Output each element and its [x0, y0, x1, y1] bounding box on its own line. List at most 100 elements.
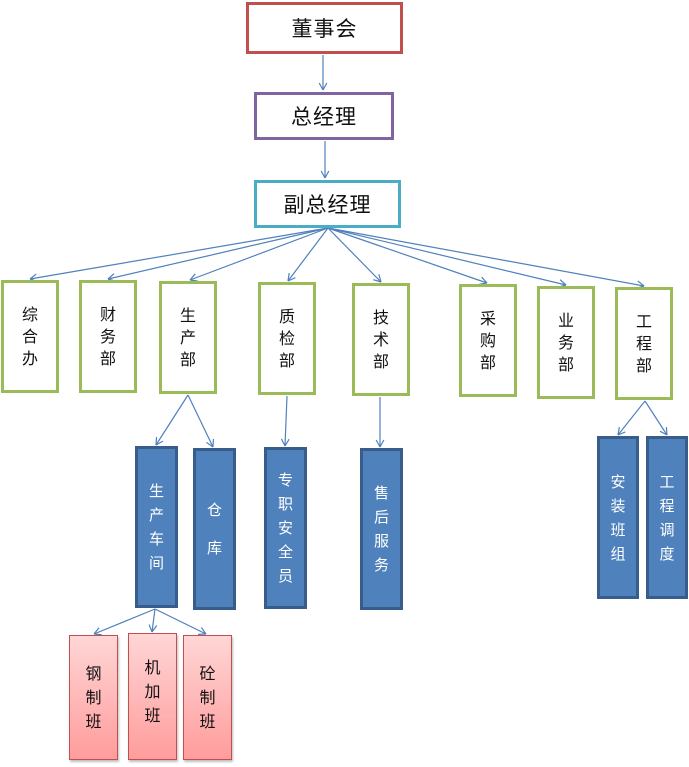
label-char: 工 — [659, 472, 675, 491]
department-label: 质检部 — [279, 306, 295, 372]
label-char: 生 — [148, 482, 164, 500]
connector-deputy-to-yewu — [327, 227, 567, 288]
sub-unit-node-anquan[interactable]: 专职安全员 — [264, 447, 307, 609]
label-char: 务 — [557, 332, 574, 352]
department-node-zhijian[interactable]: 质检部 — [258, 282, 316, 395]
team-label: 机加班 — [144, 656, 160, 728]
label-char: 程 — [659, 496, 675, 515]
sub-unit-node-cangku[interactable]: 仓库 — [193, 448, 236, 610]
team-node-gangzhi[interactable]: 钢制班 — [69, 635, 118, 760]
department-node-yewu[interactable]: 业务部 — [537, 286, 595, 399]
team-label: 砼制班 — [199, 662, 215, 734]
label-char: 部 — [557, 354, 574, 374]
label-char: 班 — [199, 711, 216, 731]
connector-deputy-to-caiwu — [107, 227, 329, 282]
connector-deputy-to-caigou — [327, 227, 488, 285]
label-char: 组 — [610, 544, 626, 563]
label-char: 调 — [659, 520, 675, 539]
sub-unit-label: 仓库 — [207, 498, 222, 560]
connector-gongcheng-to-anzhuang — [617, 400, 646, 436]
team-node-shuanzhi[interactable]: 砼制班 — [183, 635, 232, 760]
sub-unit-node-anzhuang[interactable]: 安装班组 — [597, 436, 639, 599]
connector-zhijian-to-anquan — [280, 395, 290, 447]
sub-unit-label: 售后服务 — [374, 481, 389, 577]
label-char: 员 — [277, 567, 293, 585]
connector-gm-to-deputy — [320, 141, 330, 179]
general-manager-label: 总经理 — [291, 105, 357, 129]
department-node-jishu[interactable]: 技术部 — [352, 283, 410, 396]
department-node-caigou[interactable]: 采购部 — [459, 284, 517, 397]
label-char: 综 — [21, 304, 38, 324]
label-char: 术 — [372, 329, 389, 349]
label-char: 售 — [373, 484, 389, 502]
label-char: 采 — [479, 308, 496, 328]
department-label: 综合办 — [22, 304, 38, 370]
department-node-shengchan[interactable]: 生产部 — [159, 281, 217, 394]
label-char: 钢 — [85, 663, 102, 683]
label-char: 安 — [277, 519, 293, 537]
label-char: 程 — [635, 333, 652, 353]
sub-unit-label: 专职安全员 — [278, 468, 293, 588]
label-char: 产 — [179, 327, 196, 347]
label-char: 务 — [373, 556, 389, 574]
label-char: 加 — [144, 681, 161, 701]
label-char: 班 — [610, 520, 626, 539]
label-char: 质 — [278, 306, 295, 326]
department-node-caiwu[interactable]: 财务部 — [79, 280, 137, 393]
label-char: 后 — [373, 508, 389, 526]
label-char: 生 — [179, 305, 196, 325]
label-char: 装 — [610, 496, 626, 515]
label-char: 专 — [277, 471, 293, 489]
label-char: 技 — [372, 307, 389, 327]
label-char: 部 — [278, 350, 295, 370]
team-label: 钢制班 — [85, 662, 101, 734]
label-char: 业 — [557, 310, 574, 330]
label-char: 部 — [179, 349, 196, 369]
sub-unit-label: 生产车间 — [149, 479, 164, 575]
label-char: 部 — [635, 355, 652, 375]
team-node-jijia[interactable]: 机加班 — [128, 633, 177, 760]
label-char: 部 — [372, 351, 389, 371]
department-node-gongcheng[interactable]: 工程部 — [615, 287, 673, 400]
connector-jishu-to-shouhou — [375, 397, 385, 448]
connector-chejian-to-gangzhi — [93, 608, 156, 636]
connector-shengchan-to-cangku — [187, 394, 215, 448]
label-char: 检 — [278, 328, 295, 348]
deputy-general-manager-node[interactable]: 副总经理 — [254, 180, 401, 228]
label-char: 职 — [277, 495, 293, 513]
connector-deputy-to-zonghe — [29, 227, 329, 283]
sub-unit-node-shouhou[interactable]: 售后服务 — [360, 448, 403, 610]
label-char: 部 — [99, 348, 116, 368]
department-label: 技术部 — [373, 307, 389, 373]
label-char: 财 — [99, 304, 116, 324]
label-char: 工 — [635, 311, 652, 331]
connector-shengchan-to-chejian — [155, 394, 189, 446]
label-char: 全 — [277, 543, 293, 561]
department-node-zonghe[interactable]: 综合办 — [1, 280, 59, 393]
board-label: 董事会 — [291, 17, 358, 41]
label-char: 车 — [148, 530, 164, 548]
sub-unit-node-diaodu[interactable]: 工程调度 — [646, 436, 688, 599]
label-char: 安 — [610, 472, 626, 491]
label-char: 购 — [479, 330, 496, 350]
label-char: 制 — [85, 687, 102, 707]
connector-deputy-to-shengchan — [189, 227, 329, 282]
label-char: 班 — [144, 705, 161, 725]
label-char: 砼 — [199, 663, 216, 683]
general-manager-node[interactable]: 总经理 — [254, 92, 394, 140]
label-char: 服 — [373, 532, 389, 550]
deputy-general-manager-label: 副总经理 — [283, 193, 372, 217]
sub-unit-node-chejian[interactable]: 生产车间 — [135, 446, 178, 608]
connector-deputy-to-gongcheng — [327, 227, 645, 290]
label-char: 机 — [144, 657, 161, 677]
connector-chejian-to-jijia — [148, 608, 158, 633]
department-label: 采购部 — [480, 308, 496, 374]
department-label: 工程部 — [636, 311, 652, 377]
connector-gongcheng-to-diaodu — [644, 400, 668, 436]
connector-deputy-to-zhijian — [287, 227, 329, 282]
label-char: 仓 — [206, 501, 222, 519]
connector-deputy-to-jishu — [327, 227, 382, 283]
board-node[interactable]: 董事会 — [246, 2, 403, 54]
department-label: 财务部 — [100, 304, 116, 370]
sub-unit-label: 安装班组 — [610, 470, 625, 566]
